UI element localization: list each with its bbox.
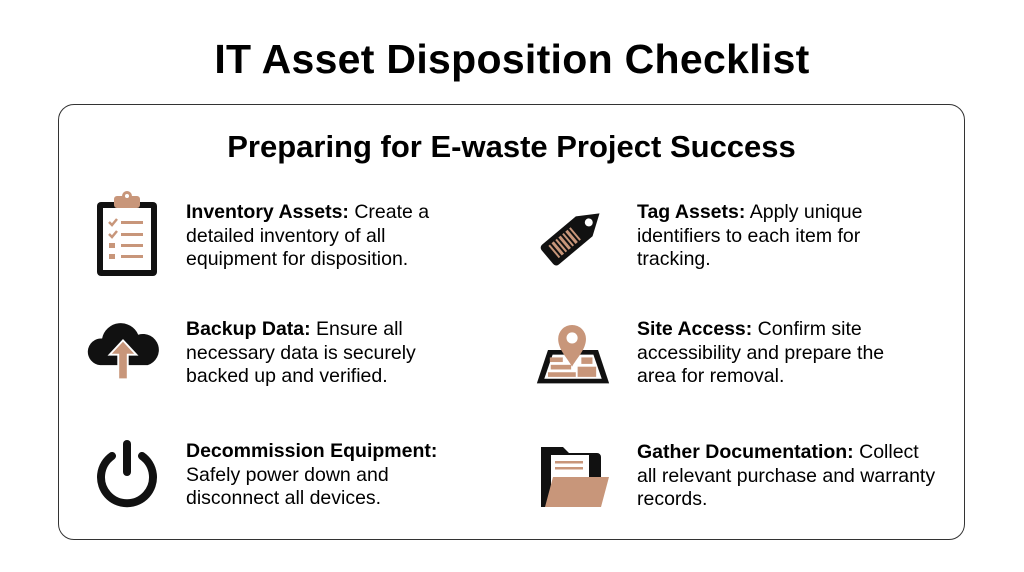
page-title: IT Asset Disposition Checklist <box>214 36 810 82</box>
item-body: Confirm site accessibility and prepare t… <box>637 318 885 387</box>
item-body: Create a detailed inventory of all equip… <box>186 201 430 270</box>
item-body: Ensure all necessary data is securely ba… <box>186 318 416 387</box>
checklist-item-inventory: Inventory Assets: Create a detailed inve… <box>186 201 446 272</box>
checklist-item-tag: Tag Assets: Apply unique identifiers to … <box>637 201 897 272</box>
clipboard-checklist-icon <box>89 189 165 279</box>
item-heading: Gather Documentation: <box>637 441 854 463</box>
item-heading: Backup Data: <box>186 318 311 340</box>
cloud-upload-icon <box>85 303 161 393</box>
card-subtitle: Preparing for E-waste Project Success <box>227 129 796 164</box>
folder-documents-icon <box>535 431 611 521</box>
item-heading: Tag Assets: <box>637 201 746 223</box>
item-body: Apply unique identifiers to each item fo… <box>637 201 863 270</box>
checklist-card: Preparing for E-waste Project Success In… <box>58 104 965 540</box>
item-heading: Inventory Assets: <box>186 201 349 223</box>
barcode-tag-icon <box>537 189 613 279</box>
checklist-item-backup: Backup Data: Ensure all necessary data i… <box>186 318 446 389</box>
checklist-item-documentation: Gather Documentation: Collect all releva… <box>637 441 937 512</box>
item-heading: Site Access: <box>637 318 753 340</box>
power-icon <box>89 429 165 519</box>
map-pin-icon <box>535 305 611 395</box>
item-body: Collect all relevant purchase and warran… <box>637 441 936 510</box>
checklist-item-decommission: Decommission Equipment: Safely power dow… <box>186 440 446 511</box>
item-body: Safely power down and disconnect all dev… <box>186 463 389 510</box>
checklist-item-site: Site Access: Confirm site accessibility … <box>637 318 897 389</box>
item-heading: Decommission Equipment: <box>186 440 438 462</box>
